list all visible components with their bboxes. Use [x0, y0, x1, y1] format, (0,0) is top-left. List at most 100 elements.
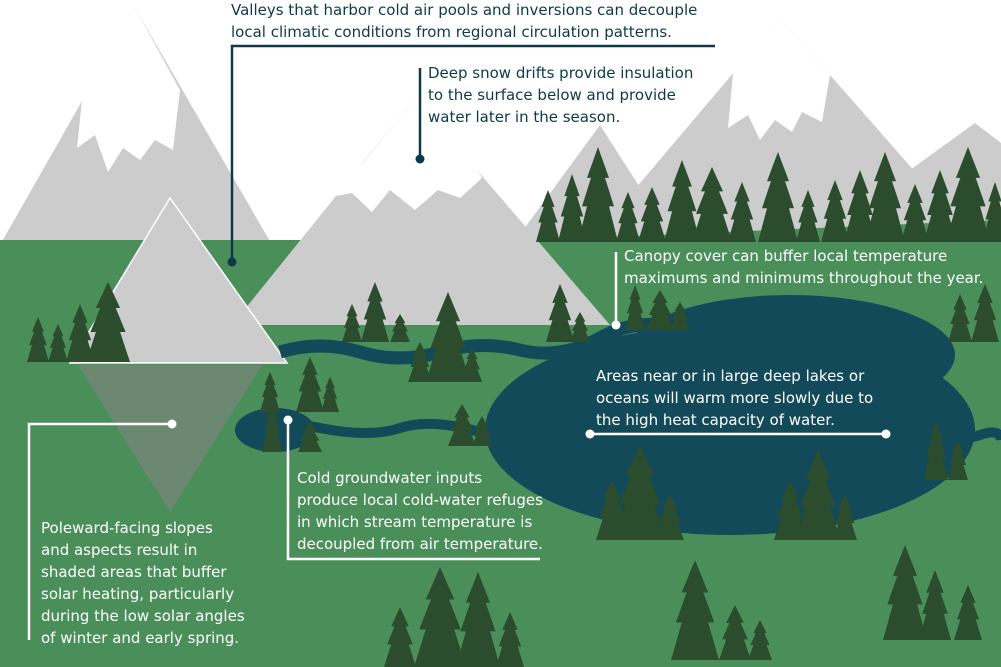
conifer-tree [616, 192, 640, 242]
slopes-leader-dot [167, 419, 177, 429]
conifer-tree [728, 182, 756, 242]
conifer-tree [796, 190, 820, 242]
groundwater-leader-dot [283, 415, 293, 425]
conifer-tree [260, 372, 280, 412]
conifer-tree [670, 302, 690, 330]
conifer-tree [638, 187, 666, 242]
conifer-tree [625, 285, 645, 330]
canopy-callout-line: Canopy cover can buffer local temperatur… [624, 247, 948, 265]
conifer-tree [342, 304, 362, 342]
callout-lines [27, 44, 891, 640]
lakes-callout-line: the high heat capacity of water. [596, 411, 835, 429]
valleys-callout-line: local climatic conditions from regional … [231, 23, 672, 41]
conifer-tree [596, 480, 628, 540]
conifer-tree [456, 572, 500, 667]
conifer-tree [865, 152, 905, 242]
slopes-leader-line [27, 422, 172, 640]
slopes-callout-line: and aspects result in [41, 541, 198, 559]
valleys-callout: Valleys that harbor cold air pools and i… [231, 0, 697, 43]
groundwater-callout-line: Cold groundwater inputs [297, 469, 483, 487]
lake-top-bulge [625, 295, 955, 415]
groundwater-callout-line: produce local cold-water refuges [297, 491, 543, 509]
conifer-tree [924, 170, 956, 242]
conifer-tree [298, 422, 322, 452]
conifer-tree [758, 152, 798, 242]
conifer-tree [390, 314, 410, 342]
conifer-tree [671, 560, 719, 660]
snow-callout-line: Deep snow drifts provide insulation [428, 64, 694, 82]
conifer-tree [614, 445, 666, 540]
conifer-tree [262, 404, 282, 452]
conifer-tree [66, 304, 94, 362]
conifer-tree [833, 495, 857, 540]
groundwater-callout-line: in which stream temperature is [297, 513, 533, 531]
conifer-tree [924, 420, 948, 480]
conifer-tree [578, 147, 618, 242]
conifer-tree [558, 174, 586, 242]
conifer-tree [48, 324, 68, 362]
conifer-tree [321, 377, 339, 412]
valleys-callout-line: Valleys that harbor cold air pools and i… [231, 1, 698, 19]
left-mountain-snow [77, 8, 180, 172]
right-mountain-snow [728, 18, 830, 140]
snow-leader-dot [415, 154, 425, 164]
conifer-tree [536, 190, 560, 242]
conifer-tree [954, 585, 982, 640]
snow-callout: Deep snow drifts provide insulation to t… [428, 62, 693, 128]
center-mountain [232, 98, 610, 325]
slopes-callout-line: during the low solar angles [41, 607, 245, 625]
groundwater-callout: Cold groundwater inputs produce local co… [297, 467, 543, 555]
conifer-tree [948, 440, 968, 480]
conifer-tree [426, 292, 470, 382]
conifer-tree [496, 612, 524, 667]
shaded-slope-area [78, 365, 262, 512]
conifer-tree [774, 480, 806, 540]
conifer-tree [719, 605, 751, 660]
conifer-tree [948, 294, 972, 342]
conifer-tree [946, 147, 990, 242]
conifer-tree [983, 182, 1001, 242]
conifer-tree [656, 495, 684, 540]
center-mountain-snow [325, 98, 482, 212]
conifer-tree [546, 284, 574, 342]
slopes-callout: Poleward-facing slopes and aspects resul… [41, 517, 245, 649]
conifer-tree [664, 160, 700, 242]
conifer-tree [570, 312, 590, 342]
small-front-mountain [68, 196, 289, 364]
conifer-tree [408, 342, 432, 382]
conifer-tree [472, 416, 492, 446]
snow-callout-line: water later in the season. [428, 108, 621, 126]
conifer-tree [296, 357, 324, 412]
lakes-callout-line: oceans will warm more slowly due to [596, 389, 874, 407]
conifer-tree [414, 567, 466, 667]
canopy-callout: Canopy cover can buffer local temperatur… [624, 245, 983, 289]
conifer-tree [692, 167, 732, 242]
valleys-leader-dot [227, 257, 237, 267]
conifer-tree [748, 620, 772, 660]
canopy-leader-dot [611, 320, 621, 330]
conifer-tree [86, 282, 130, 362]
valleys-leader-line [230, 44, 715, 262]
canopy-callout-line: maximums and minimums throughout the yea… [624, 269, 984, 287]
conifer-tree [971, 284, 999, 342]
lakes-leader-dot-right [881, 429, 891, 439]
conifer-tree [27, 317, 49, 362]
lakes-callout: Areas near or in large deep lakes or oce… [596, 365, 873, 431]
conifer-tree [448, 404, 476, 446]
slopes-callout-line: shaded areas that buffer [41, 563, 227, 581]
conifer-tree [361, 282, 389, 342]
conifer-tree [646, 290, 674, 330]
conifer-tree [821, 180, 849, 242]
slopes-callout-line: solar heating, particularly [41, 585, 235, 603]
slopes-callout-line: Poleward-facing slopes [41, 519, 213, 537]
conifer-tree [462, 348, 482, 382]
conifer-tree [883, 545, 927, 640]
conifer-tree [796, 450, 840, 540]
conifer-tree [844, 170, 876, 242]
conifer-tree [384, 607, 416, 667]
snow-callout-line: to the surface below and provide [428, 86, 676, 104]
conifer-tree [901, 184, 929, 242]
lakes-leader-dot-left [585, 429, 595, 439]
